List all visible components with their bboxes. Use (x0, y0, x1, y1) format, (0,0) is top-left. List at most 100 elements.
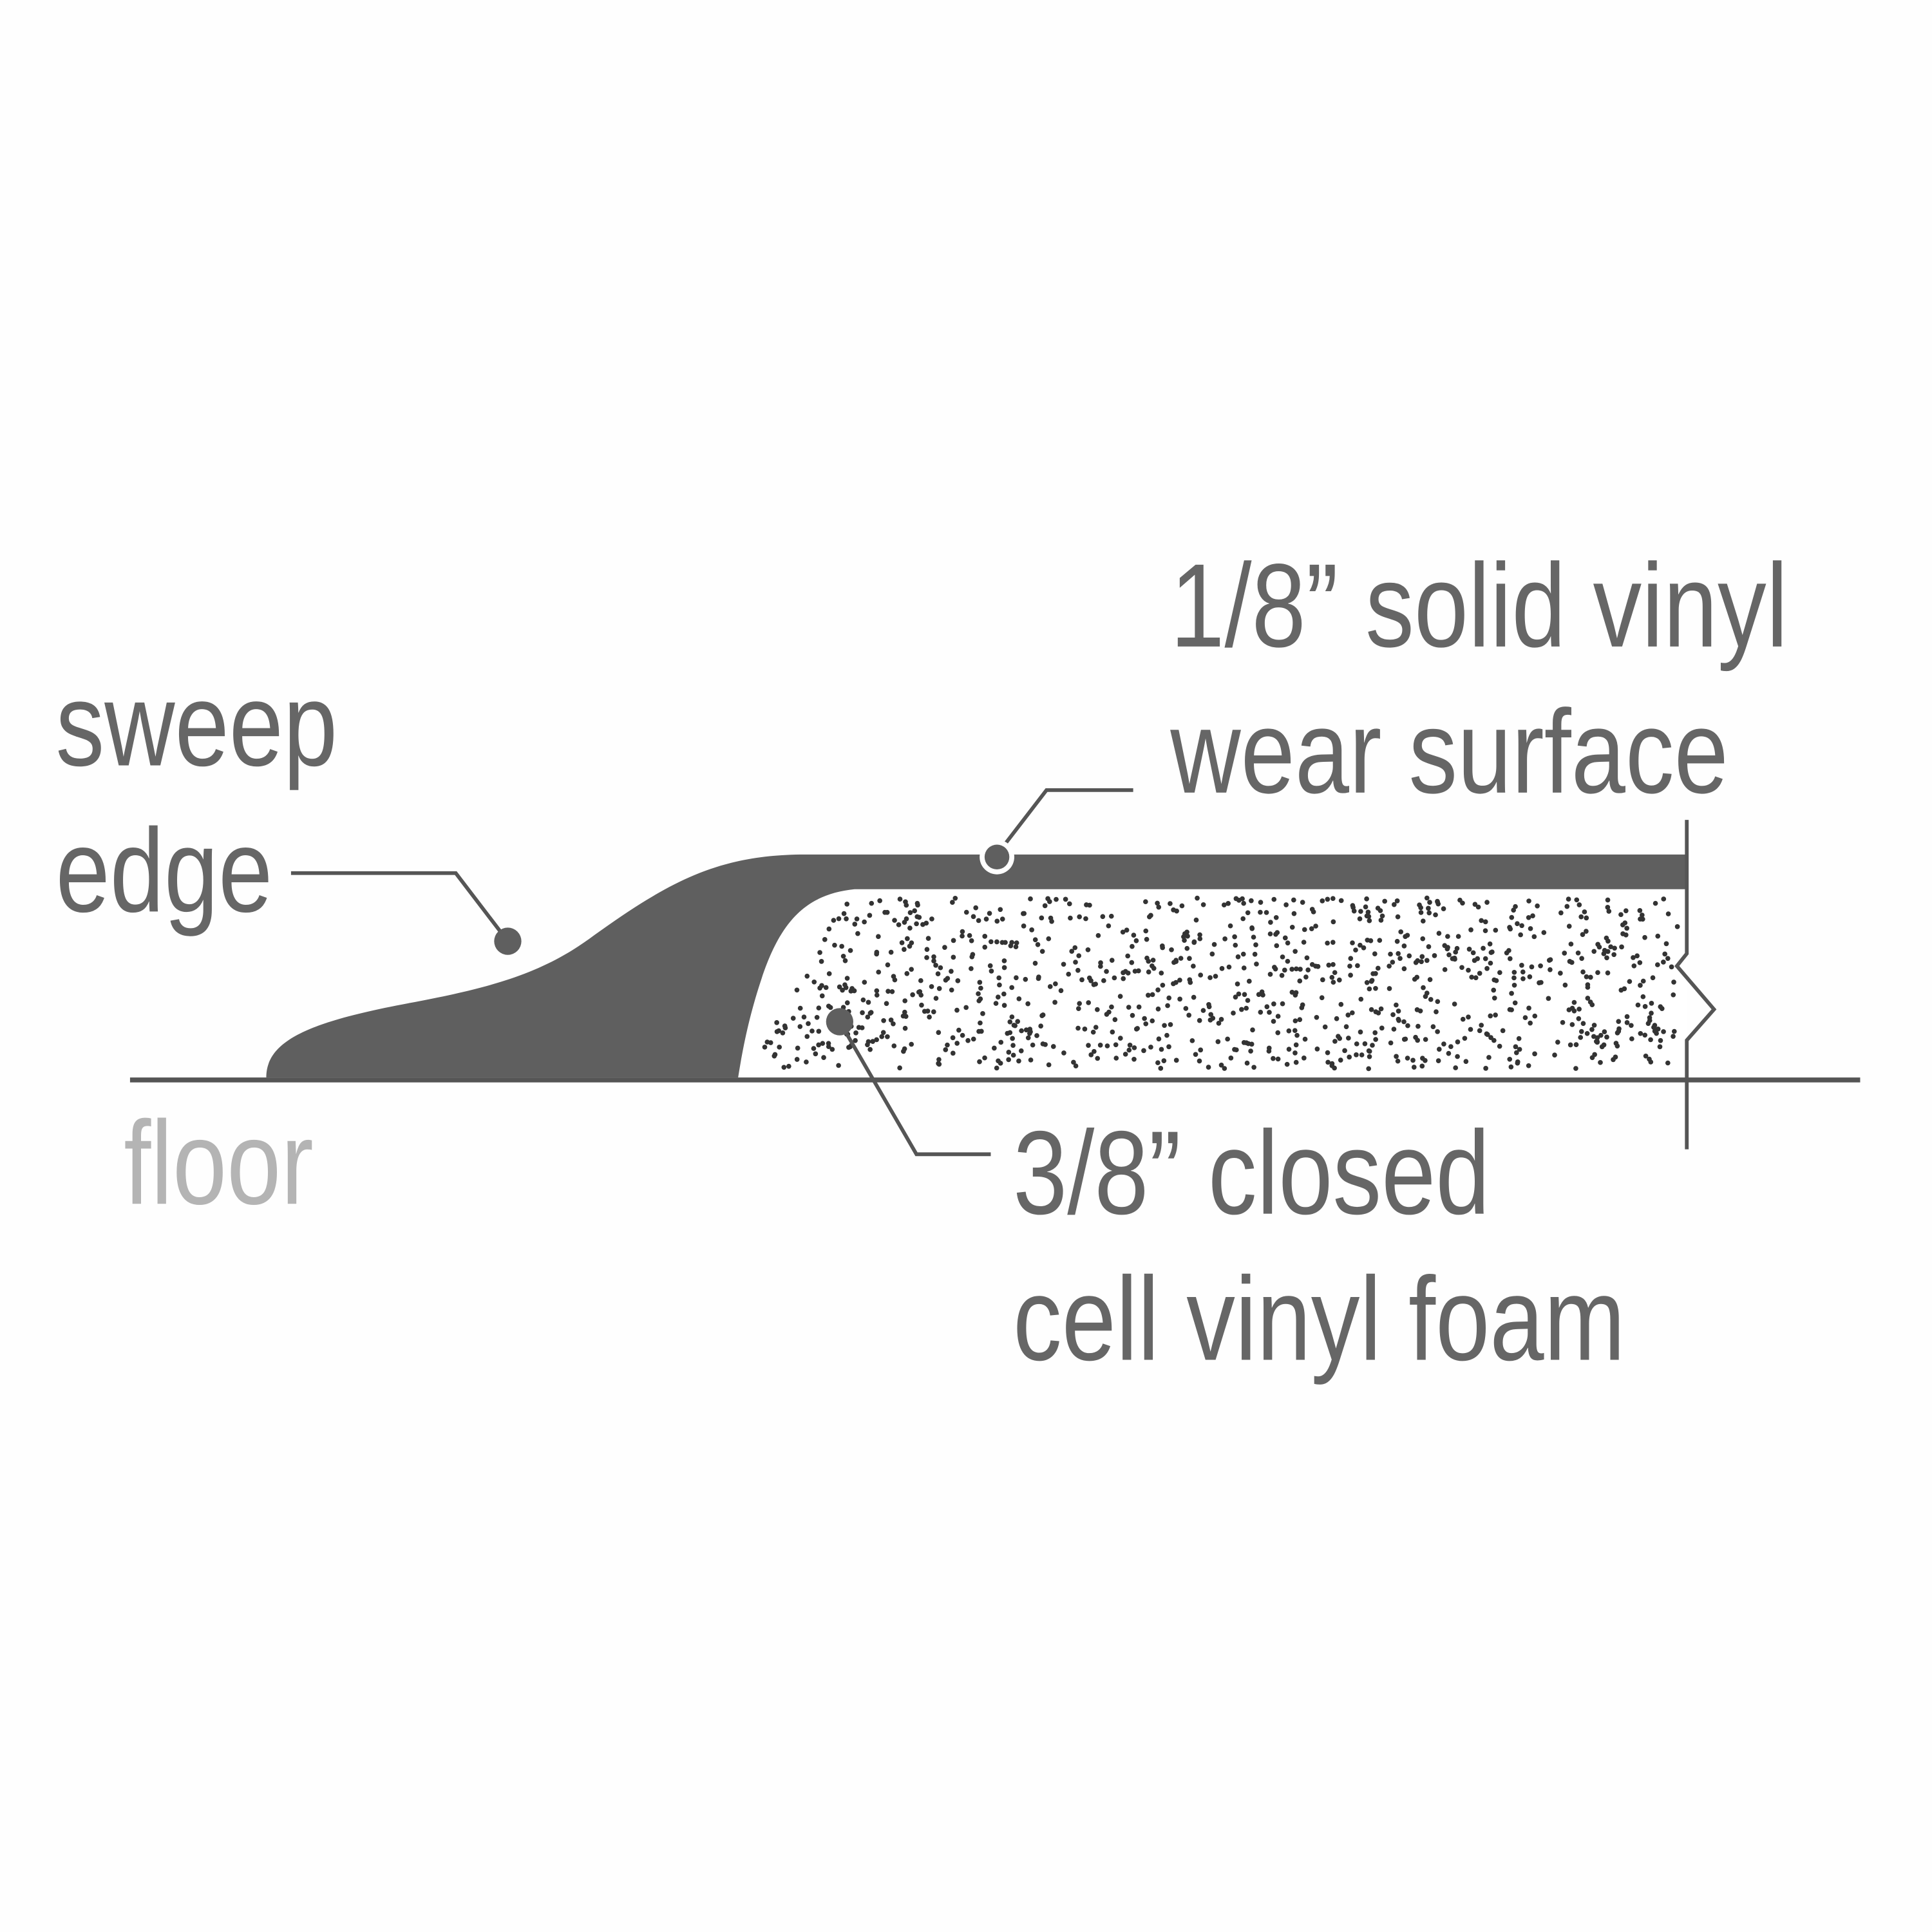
foam-dot (1061, 961, 1066, 967)
foam-dot (1121, 970, 1126, 976)
foam-dot (1034, 1033, 1039, 1038)
foam-dot (841, 911, 847, 916)
foam-dot (1325, 1059, 1331, 1065)
foam-dot (935, 971, 941, 976)
foam-dot (1293, 1050, 1298, 1056)
foam-dot (1624, 925, 1629, 931)
foam-dot (1156, 1036, 1162, 1042)
foam-dot (1354, 1052, 1359, 1057)
foam-dot (1280, 954, 1285, 960)
foam-dot (998, 1039, 1004, 1045)
foam-dot (1613, 1041, 1619, 1046)
foam-dot (1233, 994, 1238, 1000)
foam-dot (1088, 1052, 1094, 1057)
foam-dot (1350, 905, 1356, 910)
foam-dot (1108, 913, 1114, 919)
foam-dot (1629, 1023, 1634, 1028)
foam-dot (999, 916, 1005, 922)
foam-dot (942, 945, 947, 950)
foam-dot (1608, 944, 1613, 950)
foam-dot (1018, 1048, 1024, 1054)
foam-dot (950, 1035, 956, 1041)
foam-dot (1497, 970, 1502, 976)
foam-dot (1131, 933, 1137, 938)
foam-dot (1313, 923, 1318, 929)
foam-dot (1301, 940, 1307, 945)
foam-dot (909, 1041, 914, 1047)
foam-dot (929, 984, 934, 989)
foam-dot (1576, 1016, 1582, 1021)
foam-dot (1132, 1056, 1137, 1062)
foam-dot (1349, 1010, 1355, 1016)
foam-dot (1589, 1027, 1595, 1032)
foam-dot (891, 1043, 897, 1048)
foam-dot (1082, 1027, 1088, 1032)
foam-dot (865, 1042, 870, 1048)
foam-dot (1365, 909, 1371, 915)
foam-dot (1358, 996, 1364, 1002)
foam-dot (1405, 1056, 1410, 1061)
foam-dot (971, 914, 976, 920)
foam-dot (780, 1030, 786, 1036)
foam-dot (1522, 1015, 1528, 1021)
foam-dot (1249, 926, 1255, 931)
foam-dot (804, 1034, 810, 1039)
foam-dot (1566, 896, 1571, 902)
foam-dot (1482, 919, 1488, 925)
foam-dot (1016, 1058, 1021, 1064)
foam-dot (1264, 1004, 1270, 1010)
foam-dot (1136, 968, 1141, 974)
foam-dot (877, 898, 882, 904)
foam-dot (1166, 995, 1172, 1001)
foam-dot (1104, 1012, 1110, 1017)
foam-dot (1179, 903, 1185, 909)
foam-dot (1435, 999, 1441, 1005)
foam-dot (1455, 934, 1461, 939)
foam-dot (1129, 960, 1135, 965)
foam-dot (1472, 902, 1478, 907)
foam-dot (1282, 935, 1288, 941)
foam-dot (1538, 963, 1543, 969)
foam-dot (1658, 1004, 1663, 1010)
foam-dot (1332, 970, 1338, 976)
foam-dot (1309, 926, 1314, 931)
foam-dot (1584, 974, 1589, 980)
foam-dot (1481, 945, 1486, 951)
foam-dot (1653, 900, 1658, 906)
foam-dot (1639, 913, 1645, 918)
foam-dot (1006, 1050, 1012, 1055)
foam-dot (1241, 965, 1247, 971)
foam-dot (1320, 898, 1325, 904)
foam-dot (936, 986, 942, 991)
foam-dot (1331, 980, 1336, 985)
foam-dot (1372, 951, 1378, 956)
foam-dot (971, 1036, 976, 1042)
foam-dot (1373, 985, 1378, 991)
foam-dot (1605, 897, 1611, 903)
foam-dot (1275, 1014, 1281, 1019)
foam-dot (1405, 1023, 1410, 1028)
foam-dot (1379, 913, 1385, 919)
foam-dot (1159, 943, 1165, 949)
foam-dot (1009, 1014, 1015, 1019)
foam-dot (1378, 908, 1383, 913)
foam-dot (1104, 969, 1109, 974)
foam-dot (914, 900, 920, 906)
foam-dot (1518, 932, 1523, 938)
foam-dot (1605, 938, 1611, 944)
foam-dot (1342, 1048, 1347, 1054)
foam-dot (786, 1063, 791, 1069)
foam-dot (826, 1044, 831, 1050)
foam-dot (1493, 978, 1499, 983)
foam-dot (1406, 953, 1412, 959)
foam-dot (1434, 1009, 1439, 1014)
foam-dot (1213, 974, 1218, 979)
foam-dot (1010, 1043, 1016, 1048)
foam-dot (840, 987, 845, 993)
foam-dot (1484, 900, 1490, 905)
foam-dots (762, 895, 1680, 1072)
foam-dot (1050, 1044, 1056, 1049)
foam-dot (1029, 927, 1034, 933)
foam-dot (1086, 1043, 1091, 1048)
foam-dot (1084, 902, 1089, 907)
